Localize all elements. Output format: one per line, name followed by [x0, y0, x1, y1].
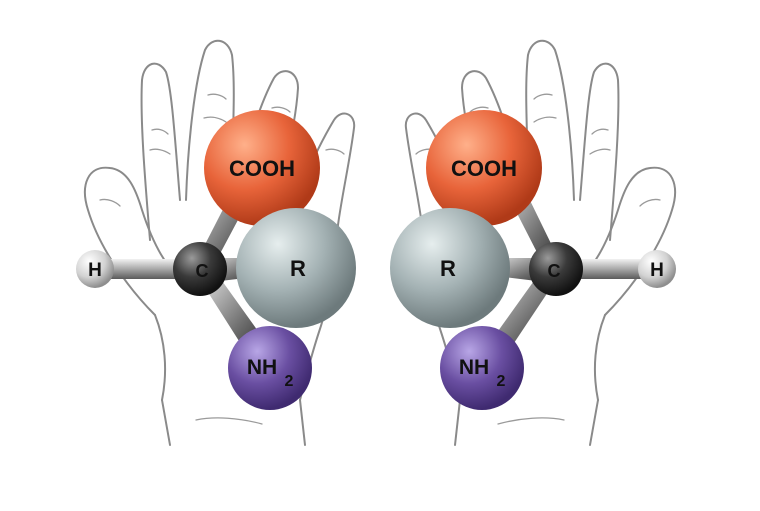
- label-right-hydrogen: H: [650, 260, 664, 281]
- label-left-nh-sub: 2: [285, 373, 294, 390]
- atom-left-hydrogen: [76, 250, 114, 288]
- label-right-carbon: C: [548, 261, 561, 281]
- atom-right-cooh: [426, 110, 542, 226]
- label-right-nh-sub: 2: [497, 373, 506, 390]
- label-left-hydrogen: H: [88, 260, 102, 281]
- atom-right-carbon: [529, 242, 583, 296]
- label-left-carbon: C: [196, 261, 209, 281]
- left-hand-molecule: H COOH R C NH 2: [76, 39, 356, 446]
- label-left-r: R: [290, 256, 306, 281]
- label-right-r: R: [440, 256, 456, 281]
- right-hand-molecule: H COOH R C NH 2: [390, 39, 676, 446]
- label-left-nh: NH: [247, 356, 277, 379]
- atom-left-cooh: [204, 110, 320, 226]
- label-right-nh: NH: [459, 356, 489, 379]
- atom-right-nh2: [440, 326, 524, 410]
- atom-left-nh2: [228, 326, 312, 410]
- atom-right-r: [390, 208, 510, 328]
- atom-left-r: [236, 208, 356, 328]
- label-right-cooh: COOH: [451, 156, 517, 181]
- atom-right-hydrogen: [638, 250, 676, 288]
- atom-left-carbon: [173, 242, 227, 296]
- label-left-cooh: COOH: [229, 156, 295, 181]
